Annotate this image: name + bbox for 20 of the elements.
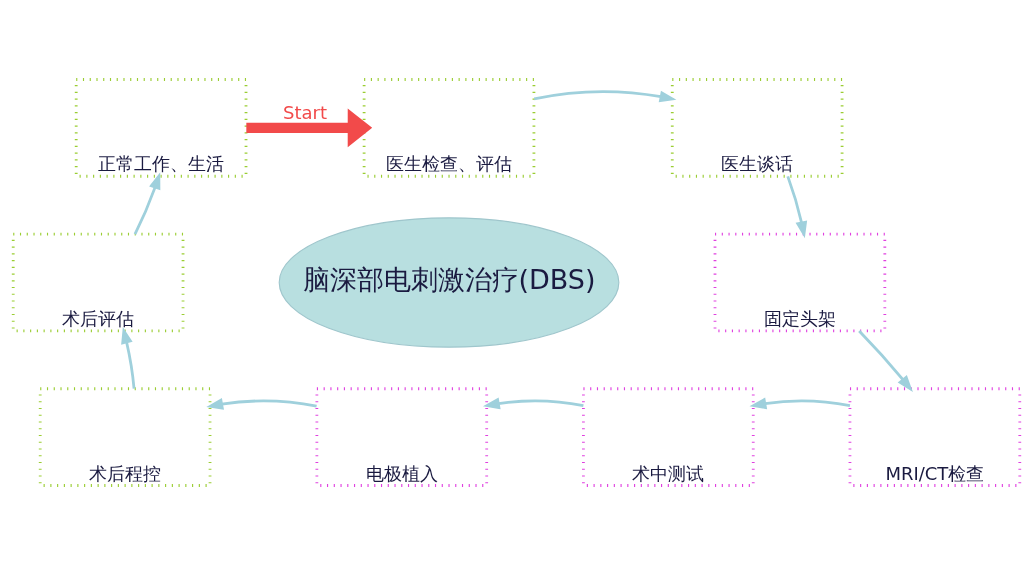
- node-box: 电极植入: [315, 387, 489, 487]
- arrow: [786, 175, 808, 239]
- arrow: [749, 397, 851, 410]
- node-box: MRI/CT检查: [848, 387, 1022, 487]
- arrow: [533, 90, 677, 103]
- arrow: [133, 172, 161, 235]
- node-box: 正常工作、生活: [74, 78, 248, 178]
- arrow: [206, 398, 317, 410]
- arrow: [858, 330, 913, 392]
- node-box: 固定头架: [713, 232, 887, 333]
- edge-label: Start: [283, 101, 328, 123]
- arrow: [121, 326, 136, 389]
- arrow: [482, 397, 584, 410]
- node-box: 医生谈话: [670, 78, 844, 178]
- node-box: 术后评估: [11, 232, 185, 333]
- node-box: 医生检查、评估: [362, 78, 536, 178]
- node-ellipse: 脑深部电刺激治疗(DBS): [278, 217, 620, 348]
- arrow: [246, 108, 373, 148]
- node-box: 术后程控: [38, 387, 212, 487]
- node-box: 术中测试: [582, 387, 755, 487]
